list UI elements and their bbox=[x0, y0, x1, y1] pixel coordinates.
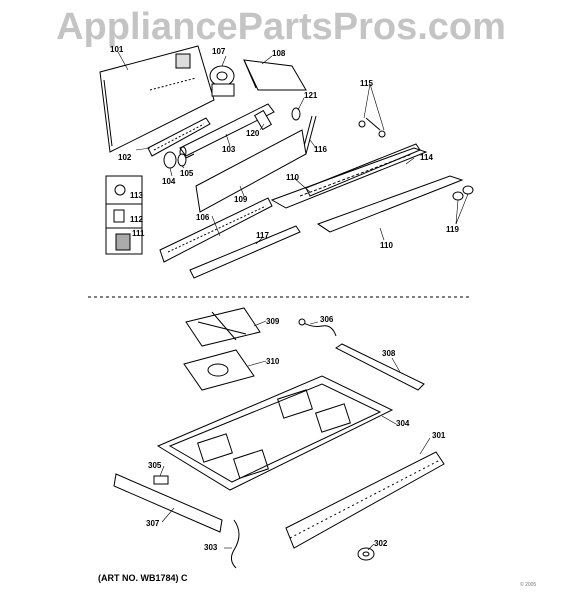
burner-pan-310 bbox=[183, 349, 255, 391]
knobs-119 bbox=[452, 185, 474, 201]
watermark-text: AppliancePartsPros.com bbox=[56, 6, 506, 48]
callout-113: 113 bbox=[130, 191, 143, 200]
art-number-caption: (ART NO. WB1784) C bbox=[98, 573, 188, 583]
callout-303: 303 bbox=[204, 543, 218, 552]
callout-107: 107 bbox=[212, 47, 226, 56]
callout-108: 108 bbox=[272, 49, 286, 58]
callout-302: 302 bbox=[374, 539, 388, 548]
callout-110b: 110 bbox=[380, 241, 393, 250]
panel-301 bbox=[285, 451, 445, 549]
callout-104: 104 bbox=[162, 177, 176, 186]
callout-305: 305 bbox=[148, 461, 162, 470]
grate-309 bbox=[185, 307, 261, 347]
wire-303 bbox=[230, 519, 240, 569]
callout-103: 103 bbox=[222, 145, 236, 154]
callout-308: 308 bbox=[382, 349, 396, 358]
callout-111: 111 bbox=[132, 229, 145, 238]
callout-102: 102 bbox=[118, 153, 132, 162]
blower-107 bbox=[209, 65, 235, 97]
part-121 bbox=[291, 107, 301, 121]
callout-labels: 101 102 103 104 105 106 107 108 109 110 … bbox=[110, 45, 459, 552]
panel-109 bbox=[195, 129, 307, 213]
bracket-108 bbox=[243, 59, 307, 91]
callout-112: 112 bbox=[130, 215, 143, 224]
inset-box bbox=[105, 175, 143, 255]
knob-104 bbox=[163, 151, 177, 169]
callout-309: 309 bbox=[266, 317, 280, 326]
strip-117 bbox=[189, 225, 301, 279]
trim-307 bbox=[113, 473, 223, 533]
clip-305 bbox=[153, 475, 169, 485]
callout-310: 310 bbox=[266, 357, 280, 366]
callout-304: 304 bbox=[396, 419, 410, 428]
callout-119: 119 bbox=[446, 225, 459, 234]
channel-114 bbox=[305, 143, 421, 197]
vent-strip-106 bbox=[159, 197, 273, 263]
rail-308 bbox=[335, 343, 425, 391]
fitting-105 bbox=[177, 153, 195, 167]
back-panel-101 bbox=[99, 45, 215, 153]
leader-lines bbox=[117, 51, 469, 551]
callout-105: 105 bbox=[180, 169, 194, 178]
callout-120: 120 bbox=[246, 129, 260, 138]
rail-102 bbox=[147, 117, 211, 157]
callout-114: 114 bbox=[420, 153, 433, 162]
callout-307: 307 bbox=[146, 519, 160, 528]
part-120 bbox=[253, 109, 273, 131]
callout-101: 101 bbox=[110, 45, 124, 54]
callout-115: 115 bbox=[360, 79, 373, 88]
callout-306: 306 bbox=[320, 315, 334, 324]
callout-109: 109 bbox=[234, 195, 248, 204]
clips-115 bbox=[358, 117, 386, 138]
callout-121: 121 bbox=[304, 91, 318, 100]
tray-110a bbox=[270, 147, 428, 209]
wire-306 bbox=[298, 318, 337, 337]
callout-106: 106 bbox=[196, 213, 210, 222]
callout-116: 116 bbox=[314, 145, 327, 154]
callout-301: 301 bbox=[432, 431, 446, 440]
tray-110b bbox=[316, 175, 464, 233]
copyright-stamp: © 2005 bbox=[520, 582, 537, 588]
knob-302 bbox=[357, 547, 375, 561]
callout-110a: 110 bbox=[286, 173, 299, 182]
cooktop-304 bbox=[156, 375, 394, 491]
callout-117: 117 bbox=[256, 231, 269, 240]
